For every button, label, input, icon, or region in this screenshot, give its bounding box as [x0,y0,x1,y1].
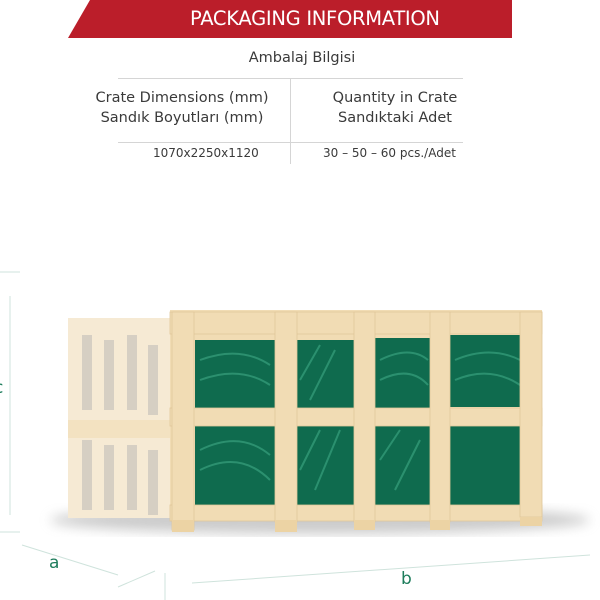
pallet-feet [172,517,542,532]
table-header-divider [118,142,463,143]
crate-dimensions-value: 1070x2250x1120 [153,146,259,160]
header-crate-dimensions-en: Crate Dimensions (mm) [95,90,269,106]
crate-side [68,318,178,518]
dimension-label-c: c [0,378,3,398]
header-crate-dimensions: Crate Dimensions (mm) Sandık Boyutları (… [92,88,272,128]
table-column-divider [290,78,291,164]
dimension-label-a: a [49,553,60,573]
section-title: PACKAGING INFORMATION [190,7,440,30]
header-crate-dimensions-tr: Sandık Boyutları (mm) [100,110,264,126]
header-quantity-en: Quantity in Crate [332,90,458,106]
dimension-label-b: b [401,569,412,589]
quantity-value: 30 – 50 – 60 pcs./Adet [323,146,456,160]
header-quantity: Quantity in Crate Sandıktaki Adet [315,88,475,128]
section-banner: PACKAGING INFORMATION [68,0,512,38]
section-subtitle: Ambalaj Bilgisi [248,50,356,66]
crate-front [169,310,543,532]
header-quantity-tr: Sandıktaki Adet [338,110,452,126]
dimension-lines [0,271,591,600]
